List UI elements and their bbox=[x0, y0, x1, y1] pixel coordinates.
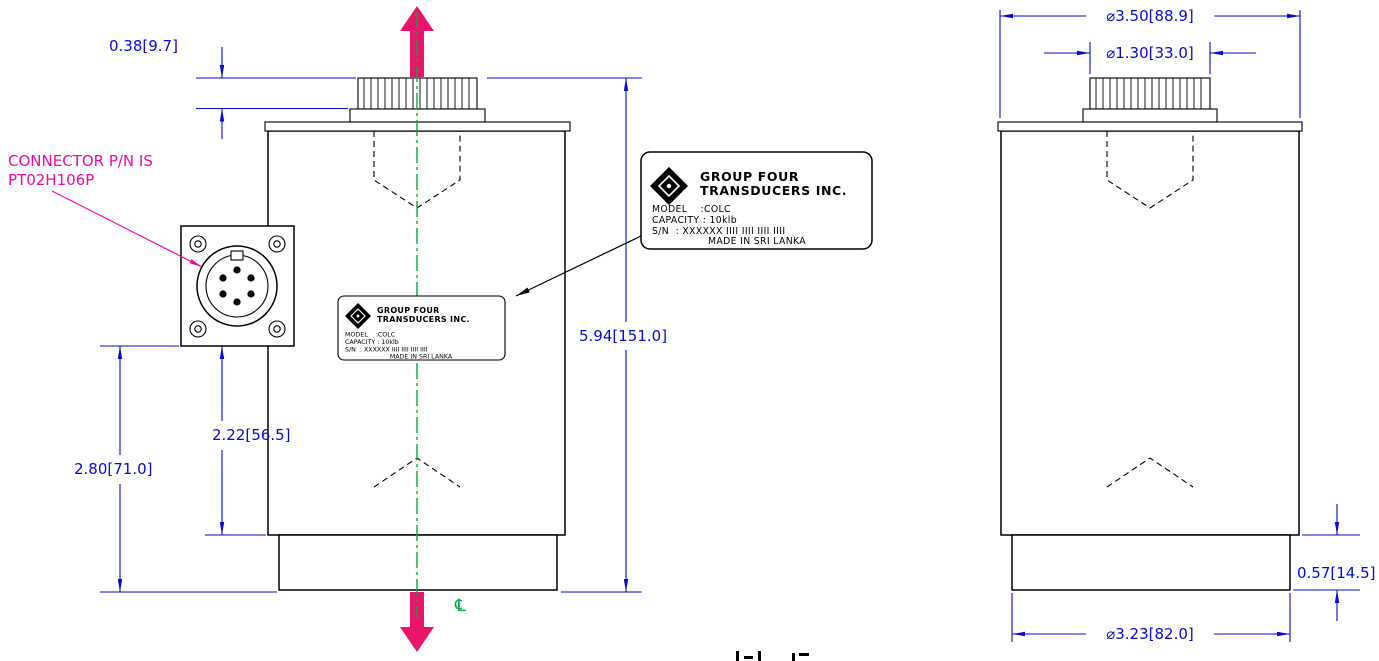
side-hidden-bore-bottom bbox=[1106, 457, 1194, 488]
side-base bbox=[1011, 534, 1291, 591]
side-body bbox=[1000, 130, 1300, 536]
dim-stud-height-text: 0.38[9.7] bbox=[109, 37, 178, 55]
label-capacity: CAPACITY : 10klb bbox=[345, 339, 399, 346]
product-label-small: GROUP FOUR TRANSDUCERS INC. MODEL :COLC … bbox=[337, 295, 506, 361]
connector-note: CONNECTOR P/N IS PT02H106P bbox=[8, 152, 203, 268]
dim-stud-height: 0.38[9.7] bbox=[109, 37, 356, 139]
dim-top-diameter-text: ⌀3.50[88.9] bbox=[1106, 7, 1194, 25]
connector-note-line1: CONNECTOR P/N IS bbox=[8, 152, 153, 170]
callout-model: MODEL :COLC bbox=[652, 204, 731, 215]
callout-company-line2: TRANSDUCERS INC. bbox=[700, 183, 847, 198]
dim-connector-bottom-height: 2.80[71.0] bbox=[74, 345, 277, 593]
dim-base-height-text: 0.57[14.5] bbox=[1297, 564, 1376, 582]
dim-connector-bottom-height-text: 2.80[71.0] bbox=[74, 460, 153, 478]
callout-serial: S/N : XXXXXX IIII IIII IIII IIII bbox=[652, 226, 785, 237]
callout-origin: MADE IN SRI LANKA bbox=[708, 236, 806, 247]
side-view bbox=[997, 77, 1303, 591]
dim-connector-to-base-text: 2.22[56.5] bbox=[212, 426, 291, 444]
callout-leader-line bbox=[515, 235, 642, 297]
label-serial: S/N : XXXXXX IIII IIII IIII IIII bbox=[345, 347, 428, 354]
label-company-line1: GROUP FOUR bbox=[377, 306, 440, 315]
electrical-connector bbox=[180, 225, 295, 347]
company-logo-icon bbox=[650, 167, 688, 205]
dim-base-diameter: ⌀3.23[82.0] bbox=[1011, 593, 1291, 643]
side-threaded-stud bbox=[1082, 77, 1218, 123]
front-base bbox=[278, 534, 558, 591]
dim-connector-to-base: 2.22[56.5] bbox=[205, 346, 291, 536]
callout-capacity: CAPACITY : 10klb bbox=[652, 215, 737, 226]
dim-top-diameter: ⌀3.50[88.9] bbox=[999, 7, 1301, 118]
label-company-line2: TRANSDUCERS INC. bbox=[377, 315, 470, 324]
callout-label: GROUP FOUR TRANSDUCERS INC. MODEL :COLC … bbox=[515, 151, 873, 297]
dim-base-height: 0.57[14.5] bbox=[1293, 504, 1376, 621]
connector-note-line2: PT02H106P bbox=[8, 171, 94, 189]
company-logo-icon bbox=[345, 303, 371, 329]
connector-keyway bbox=[230, 250, 244, 261]
callout-company-line1: GROUP FOUR bbox=[700, 169, 799, 184]
dim-overall-height-text: 5.94[151.0] bbox=[579, 327, 667, 345]
front-view: GROUP FOUR TRANSDUCERS INC. MODEL :COLC … bbox=[180, 6, 571, 652]
centerline-symbol: ℄ bbox=[454, 596, 466, 616]
side-hidden-bore-top bbox=[1106, 131, 1194, 209]
dim-stud-diameter-text: ⌀1.30[33.0] bbox=[1106, 44, 1194, 62]
connector-pins bbox=[219, 266, 255, 306]
cropped-text-marks bbox=[736, 651, 809, 661]
dim-base-diameter-text: ⌀3.23[82.0] bbox=[1106, 625, 1194, 643]
label-model: MODEL :COLC bbox=[345, 332, 396, 339]
side-top-plate bbox=[997, 121, 1303, 132]
label-origin: MADE IN SRI LANKA bbox=[390, 354, 453, 361]
dim-overall-height: 5.94[151.0] bbox=[487, 77, 667, 593]
connector-note-leader bbox=[51, 190, 203, 268]
dim-stud-diameter: ⌀1.30[33.0] bbox=[1044, 42, 1256, 74]
